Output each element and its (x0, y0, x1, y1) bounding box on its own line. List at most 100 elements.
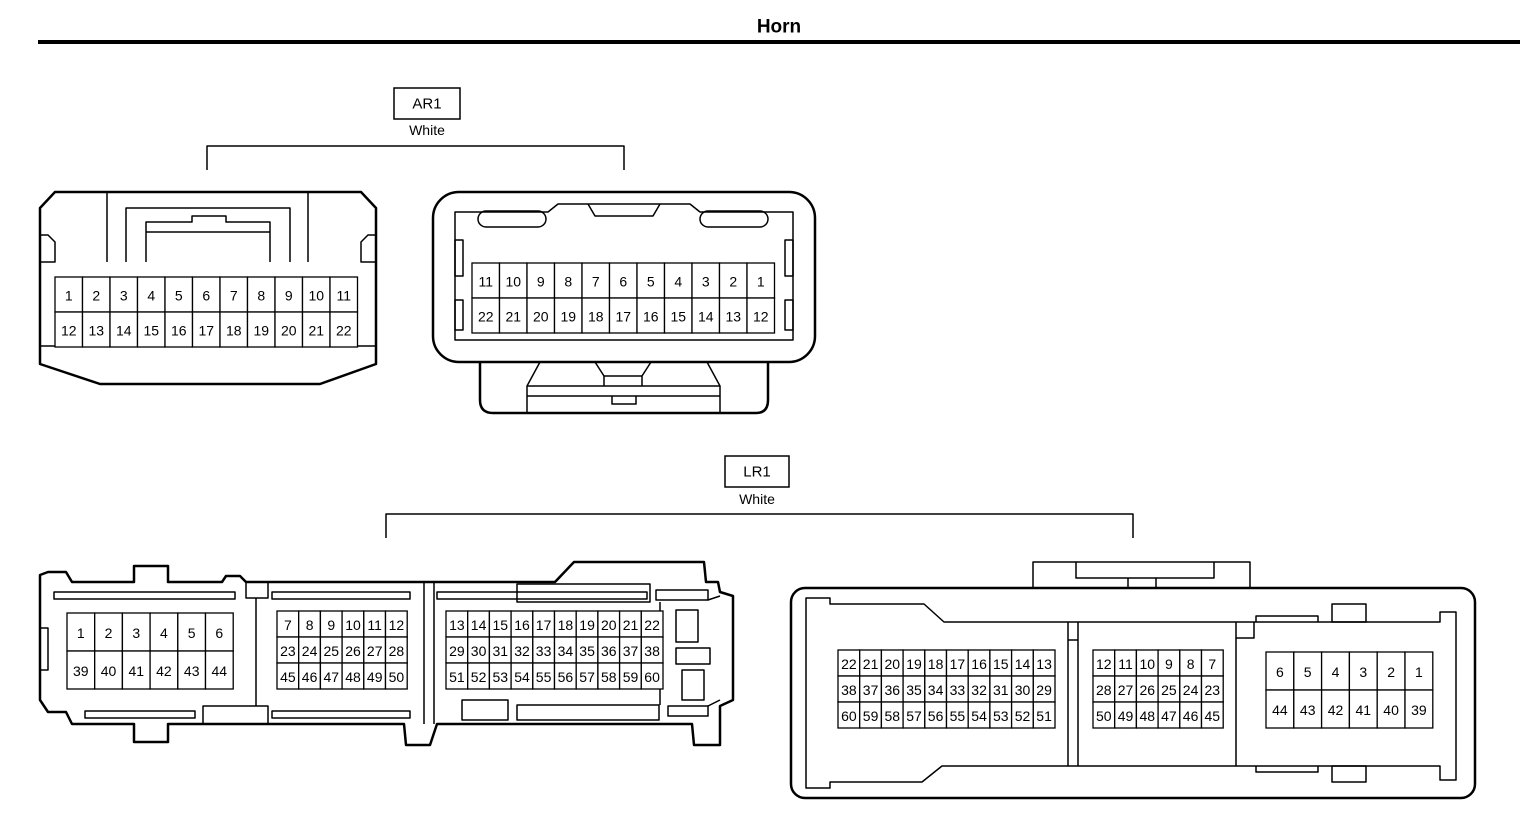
pin-number: 19 (561, 309, 577, 325)
pin-number: 15 (671, 309, 687, 325)
lr1-connector-1-housing (38, 560, 735, 747)
pin-number: 19 (254, 323, 270, 339)
pin-number: 54 (514, 669, 530, 685)
pin-cell (149, 650, 179, 690)
pin-cell (608, 297, 638, 334)
pin-number: 46 (302, 669, 318, 685)
pin-number: 7 (1208, 656, 1216, 672)
pin-number: 20 (281, 323, 297, 339)
pin-number: 11 (1118, 656, 1133, 672)
pin-cell (177, 612, 207, 652)
pin-cell (204, 612, 234, 652)
pin-number: 10 (345, 617, 361, 633)
pin-number: 4 (1332, 664, 1340, 680)
pin-number: 43 (184, 663, 200, 679)
pin-number: 57 (579, 669, 595, 685)
pin-number: 40 (101, 663, 117, 679)
pin-cell (526, 297, 556, 334)
pin-cell (81, 276, 111, 313)
pin-number: 29 (1036, 682, 1052, 698)
pin-number: 7 (592, 274, 600, 290)
pin-number: 26 (345, 643, 361, 659)
pin-number: 2 (1387, 664, 1395, 680)
lr1-connector-1-key (681, 669, 705, 701)
pin-number: 42 (1328, 702, 1344, 718)
pin-number: 21 (506, 309, 522, 325)
pin-number: 3 (1359, 664, 1367, 680)
lr1-connector-1-latch (516, 583, 651, 603)
pin-number: 9 (327, 617, 335, 633)
pin-number: 41 (129, 663, 145, 679)
pin-number: 16 (514, 617, 530, 633)
pin-number: 15 (993, 656, 1009, 672)
pin-number: 3 (132, 625, 140, 641)
lr1-label-group: LR1 White (385, 455, 1134, 538)
ar1-connector-2-lower-body (478, 362, 770, 415)
pin-number: 1 (77, 625, 85, 641)
diagram-title: Horn (757, 17, 801, 38)
lr1-connector-1-edge (707, 595, 721, 601)
ar1-connector-2-key (454, 299, 464, 331)
pin-number: 23 (280, 643, 296, 659)
pin-number: 8 (306, 617, 314, 633)
lr1-connector-1-side-key (40, 627, 49, 671)
pin-number: 31 (493, 643, 509, 659)
pin-number: 18 (226, 323, 242, 339)
pin-cell (1265, 689, 1295, 729)
pin-number: 36 (601, 643, 617, 659)
pin-cell (746, 297, 776, 334)
lr1-connector-2-notch (1235, 622, 1255, 639)
pin-number: 11 (367, 617, 382, 633)
pin-number: 19 (906, 656, 922, 672)
pin-number: 22 (478, 309, 494, 325)
pin-number: 44 (1272, 702, 1288, 718)
pin-cell (301, 276, 331, 313)
lr1-connector-1-key (655, 589, 709, 601)
pin-number: 52 (471, 669, 487, 685)
lr1-connector-2-rail (1255, 766, 1319, 773)
pin-number: 17 (616, 309, 632, 325)
lr1-color: White (739, 491, 775, 507)
pin-cell (691, 262, 721, 299)
ar1-connector-2-key (784, 239, 794, 277)
pin-number: 59 (863, 708, 879, 724)
ar1-label-box (393, 87, 461, 120)
pin-number: 13 (89, 323, 105, 339)
pin-number: 50 (389, 669, 405, 685)
pin-number: 8 (564, 274, 572, 290)
pin-number: 12 (1096, 656, 1112, 672)
pin-number: 33 (950, 682, 966, 698)
pin-cell (54, 311, 84, 348)
lr1-connector-1-notch (245, 582, 269, 599)
ar1-connector-1-housing (38, 190, 378, 386)
pin-number: 38 (841, 682, 857, 698)
pin-number: 31 (993, 682, 1009, 698)
lr1-label-box (724, 455, 790, 488)
pin-number: 20 (601, 617, 617, 633)
pin-number: 5 (647, 274, 655, 290)
pin-cell (636, 297, 666, 334)
pin-number: 7 (230, 288, 238, 304)
pin-cell (94, 612, 124, 652)
pin-number: 51 (1036, 708, 1052, 724)
pin-number: 48 (1140, 708, 1156, 724)
pin-number: 18 (558, 617, 574, 633)
ar1-connector-2-lock (603, 375, 643, 386)
pin-number: 32 (971, 682, 987, 698)
ar1-connector-2-key (454, 239, 464, 277)
pin-number: 33 (536, 643, 552, 659)
pin-cell (301, 311, 331, 348)
pin-number: 58 (885, 708, 901, 724)
pin-cell (1032, 701, 1056, 729)
pin-cell (66, 650, 96, 690)
ar1-label-group: AR1 White (206, 87, 625, 170)
lr1-connector-1-rail (84, 710, 196, 719)
pin-number: 15 (144, 323, 160, 339)
lr1-connector-2-key (1331, 765, 1367, 783)
pin-number: 26 (1140, 682, 1156, 698)
